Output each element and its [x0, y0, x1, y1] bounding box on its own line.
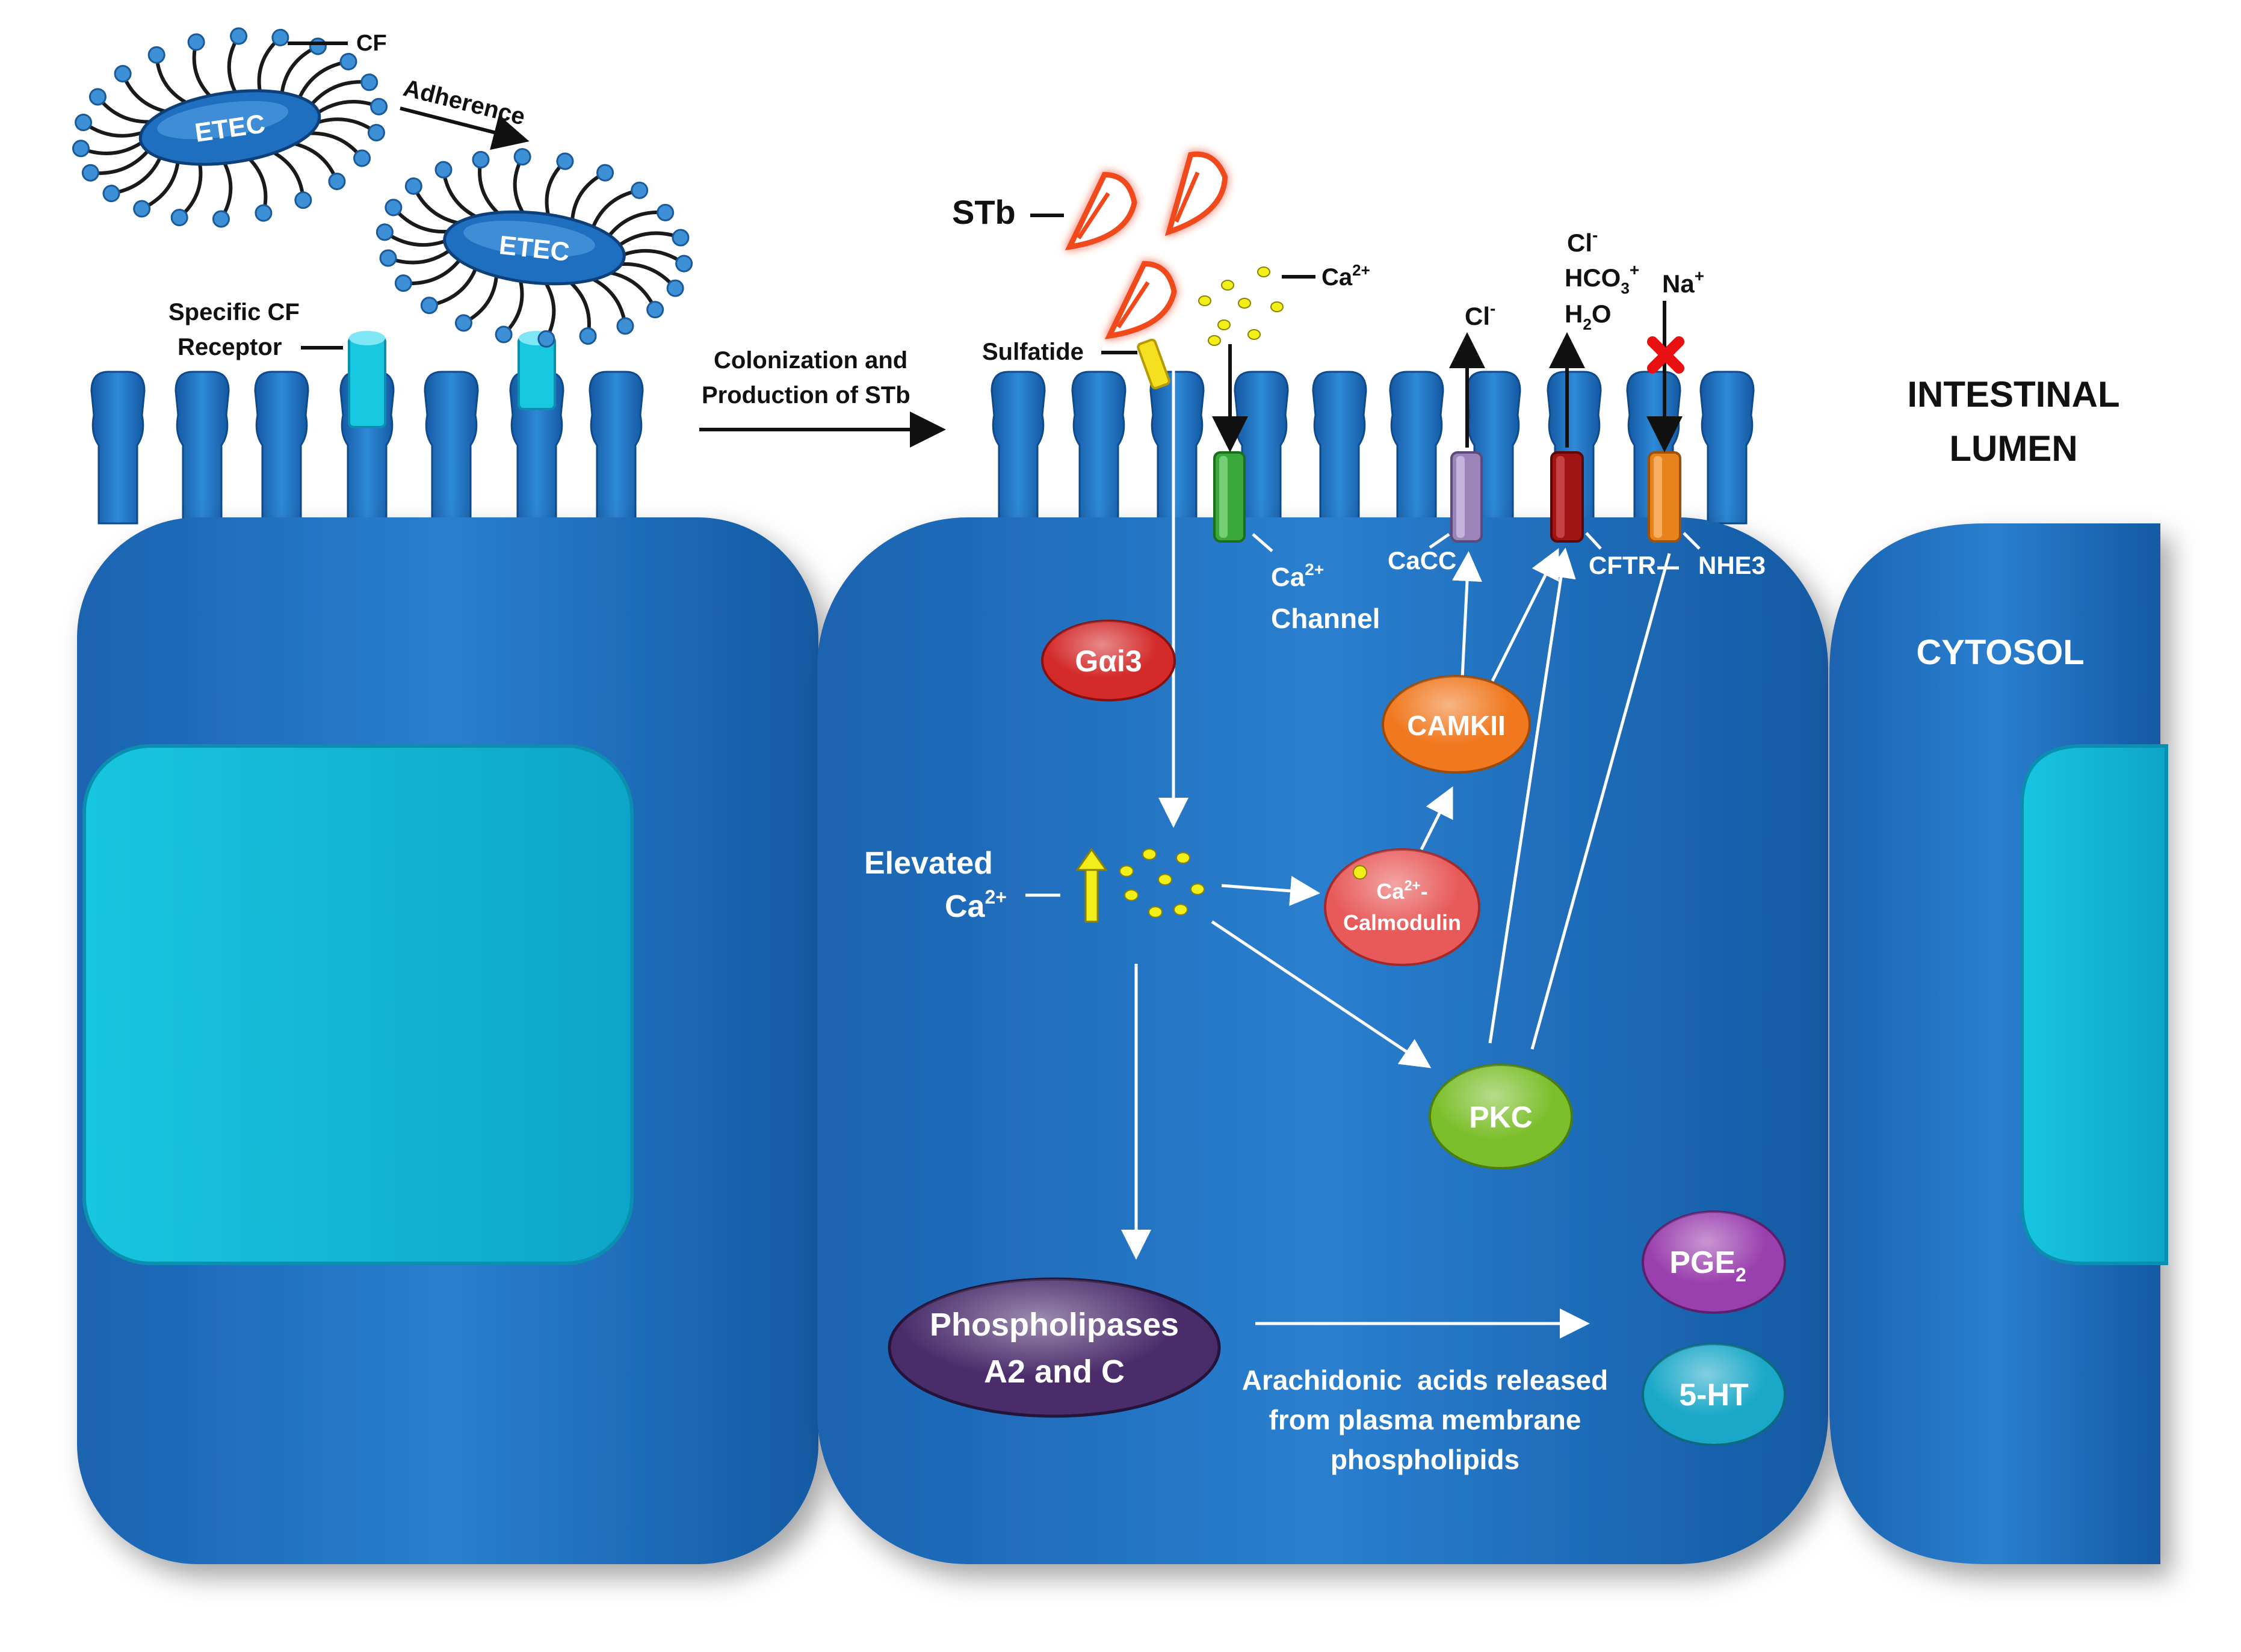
microvillus — [90, 371, 146, 525]
phospholipases-label-2: A2 and C — [984, 1354, 1125, 1390]
intestinal-lumen-label-1: INTESTINAL — [1907, 374, 2119, 415]
microvillus — [1149, 371, 1205, 525]
microvillus — [175, 371, 230, 525]
cl-label-cftr: Cl- — [1567, 226, 1598, 257]
ca-label: Ca2+ — [1321, 261, 1370, 291]
pkc-to-nhe3-arrow — [1530, 553, 1671, 1050]
ca-channel-label-1: Ca2+ — [1271, 560, 1324, 592]
phospholipases-node: Phospholipases A2 and C — [888, 1277, 1221, 1418]
nhe3-pointer — [1683, 532, 1701, 550]
arachidonic-label-1: Arachidonic acids released — [1242, 1364, 1609, 1396]
calmodulin-label-1: Ca2+- — [1376, 878, 1427, 904]
etec-bacterium-2 — [376, 148, 693, 348]
specific-cf-receptor-label-1: Specific CF — [168, 299, 300, 325]
elevated-label: Elevated — [864, 846, 993, 881]
calmodulin-to-camkii-arrow — [1420, 786, 1453, 851]
nhe3-label: NHE3 — [1698, 551, 1766, 579]
extracellular-calcium-dots — [1198, 267, 1284, 346]
stb-toxin-icon — [1065, 151, 1228, 340]
adherence-label: Adherence — [401, 75, 528, 131]
pge2-label: PGE2 — [1669, 1245, 1746, 1286]
blocked-x-icon — [1647, 336, 1684, 374]
camkii-label: CAMKII — [1407, 710, 1506, 741]
left-cell-nucleus — [82, 744, 634, 1265]
camkii-to-cacc-arrow — [1452, 551, 1482, 678]
adherence-arrow — [400, 106, 530, 150]
specific-cf-receptor-icon — [348, 331, 556, 428]
arachidonic-label-3: phospholipids — [1331, 1444, 1519, 1475]
elevated-ca-label: Ca2+ — [945, 886, 1007, 924]
microvilli-middle-cell — [991, 371, 1755, 525]
cftr-pointer — [1585, 532, 1602, 550]
microvillus — [1389, 371, 1444, 525]
calmodulin-node: Ca2+- Calmodulin — [1324, 848, 1480, 966]
microvillus — [991, 371, 1046, 525]
galphai3-label: Gαi3 — [1075, 644, 1142, 678]
cytosol-label: CYTOSOL — [1916, 633, 2084, 672]
colonization-label-2: Production of STb — [702, 382, 910, 408]
etec-label-2: ETEC — [498, 230, 571, 267]
calcium-to-pkc-arrow — [1211, 920, 1432, 1068]
ca-channel-icon — [1213, 451, 1246, 543]
pge2-node: PGE2 — [1642, 1210, 1786, 1314]
up-arrow-icon — [1075, 848, 1108, 923]
pkc-to-cftr-arrow — [1488, 547, 1576, 1044]
na-label: Na+ — [1662, 267, 1704, 298]
cacc-channel-icon — [1450, 451, 1483, 543]
serotonin-label: 5-HT — [1679, 1378, 1749, 1413]
phospholipases-label-1: Phospholipases — [930, 1307, 1179, 1343]
specific-cf-receptor-label-2: Receptor — [178, 334, 282, 360]
colonization-label-1: Colonization and — [714, 347, 907, 374]
cacc-pointer — [1429, 532, 1450, 549]
stb-label: STb — [952, 193, 1016, 231]
intracellular-calcium-dots — [1119, 848, 1205, 918]
cftr-label: CFTR — [1589, 551, 1656, 579]
cacc-label: CaCC — [1388, 546, 1456, 575]
etec-bacterium-1 — [72, 27, 388, 228]
microvillus — [1071, 371, 1127, 525]
signaling-arrows — [1121, 368, 1671, 1339]
nhe3-channel-icon — [1648, 451, 1681, 543]
ca-channel-label-2: Channel — [1271, 603, 1380, 634]
ca-channel-pointer — [1252, 533, 1273, 552]
pkc-label: PKC — [1469, 1100, 1533, 1134]
microvillus — [1312, 371, 1367, 525]
h2o-label: H2O — [1565, 300, 1611, 333]
camkii-to-cftr-arrow — [1491, 548, 1559, 682]
calcium-to-calmodulin-arrow — [1221, 875, 1320, 906]
intestinal-lumen-label-2: LUMEN — [1949, 428, 2077, 469]
right-cell-nucleus — [2020, 744, 2168, 1265]
cf-label: CF — [356, 31, 387, 56]
cl-label-cacc: Cl- — [1465, 299, 1495, 330]
calmodulin-label-2: Calmodulin — [1343, 910, 1461, 935]
microvillus — [424, 371, 479, 525]
camkii-node: CAMKII — [1382, 675, 1531, 774]
microvillus — [1699, 371, 1755, 525]
sulfatide-label: Sulfatide — [982, 339, 1084, 365]
serotonin-node: 5-HT — [1642, 1343, 1786, 1446]
sulfatide-icon — [1137, 338, 1170, 390]
microvillus — [254, 371, 309, 525]
cftr-channel-icon — [1550, 451, 1584, 543]
hco3-label: HCO3+ — [1565, 260, 1639, 297]
arachidonic-label-2: from plasma membrane — [1269, 1404, 1581, 1435]
galphai3-node: Gαi3 — [1041, 620, 1176, 701]
pkc-node: PKC — [1429, 1064, 1573, 1170]
microvillus — [589, 371, 644, 525]
